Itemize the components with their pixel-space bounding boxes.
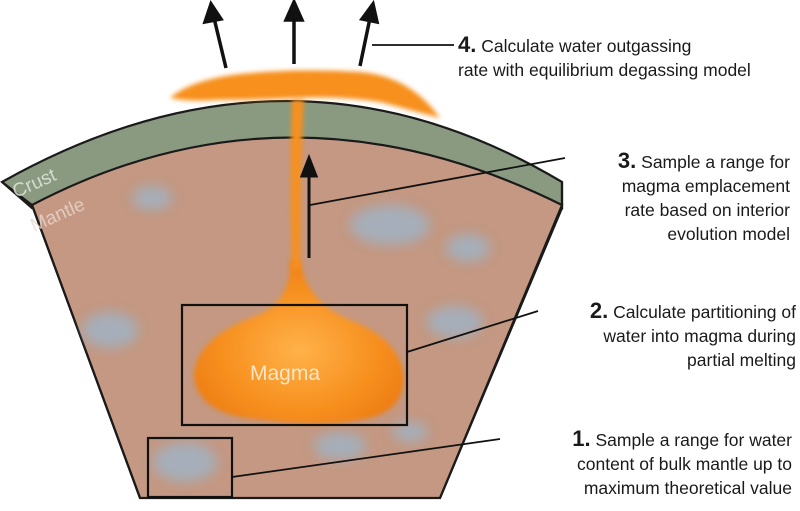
outgassing-arrows: [202, 0, 380, 69]
step-1-text: 1. Sample a range for water content of b…: [572, 426, 792, 499]
water-patch: [153, 442, 217, 482]
arrow-head-icon: [299, 153, 319, 178]
magma-label: Magma: [250, 362, 320, 385]
water-content-box: [146, 436, 234, 499]
magma-system: [170, 70, 440, 424]
water-patch: [427, 306, 483, 338]
water-patch: [314, 432, 366, 460]
surface-lava-flow: [170, 70, 440, 118]
step-number: 4.: [458, 32, 477, 57]
mantle-right-edge: [438, 182, 564, 499]
emplacement-arrow: [299, 153, 319, 258]
arrow-head-icon: [358, 0, 380, 25]
step-number: 3.: [617, 148, 637, 173]
leader-line-step2: [406, 310, 539, 353]
water-patches: [82, 186, 490, 482]
step-2-text: 2. Calculate partitioning of water into …: [589, 298, 796, 371]
step-number: 1.: [572, 426, 591, 451]
leader-line-step3: [309, 157, 566, 206]
step-3-text: 3. Sample a range for magma emplacement …: [617, 148, 790, 245]
step-number: 2.: [589, 298, 609, 323]
arrow-head-icon: [283, 0, 305, 22]
water-patch: [132, 186, 172, 210]
leader-lines: [231, 44, 566, 478]
arrow-head-icon: [202, 0, 224, 25]
water-patch: [446, 234, 490, 262]
magma-body: [194, 260, 404, 424]
water-patch: [392, 422, 428, 442]
magma-box: [180, 303, 409, 427]
outgassing-arrow: [212, 17, 228, 69]
step-4-text: 4. Calculate water outgassing rate with …: [458, 32, 751, 81]
leader-line-step1: [231, 438, 501, 478]
water-patch: [82, 312, 138, 348]
outgassing-arrow: [358, 17, 372, 67]
magma-conduit: [291, 100, 304, 270]
mantle-left-edge: [1, 181, 142, 499]
water-patch: [350, 205, 430, 245]
